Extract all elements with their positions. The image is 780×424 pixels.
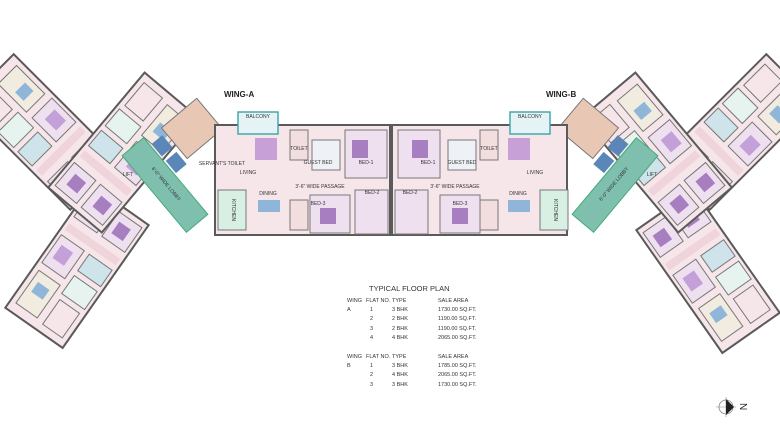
- header-type: TYPE: [392, 298, 407, 304]
- wing-b-lower-arm: [635, 188, 780, 354]
- table-title: TYPICAL FLOOR PLAN: [369, 284, 450, 293]
- room-guest-bed-a: GUEST BED: [304, 160, 333, 166]
- cell-type: 3 BHK: [392, 363, 408, 369]
- header-type: TYPE: [392, 354, 407, 360]
- cell-area: 1730.00 SQ.FT.: [438, 381, 477, 388]
- room-balcony-b: BALCONY: [518, 114, 543, 120]
- cell-flat: 2: [370, 372, 374, 379]
- cell-area: 1785.00 SQ.FT.: [438, 363, 477, 369]
- room-bed2-b: BED-2: [403, 190, 418, 196]
- wing-a-label: WING-A: [224, 90, 254, 99]
- cell-area: 2065.00 SQ.FT.: [438, 334, 477, 341]
- header-flat: FLAT NO.: [366, 354, 391, 360]
- cell-flat: 4: [370, 334, 374, 341]
- header-flat: FLAT NO.: [366, 298, 391, 304]
- room-balcony-a: BALCONY: [246, 114, 271, 120]
- cell-type: 2 BHK: [392, 316, 408, 323]
- passage-b: 3'-6" WIDE PASSAGE: [430, 184, 480, 190]
- cell-area: 1190.00 SQ.FT.: [438, 325, 477, 332]
- header-area: SALE AREA: [438, 354, 469, 360]
- toilet-a: TOILET: [290, 146, 307, 152]
- room-bed3-a: BED-3: [311, 201, 326, 207]
- cell-type: 2 BHK: [392, 325, 408, 332]
- toilet-b: TOILET: [480, 146, 497, 152]
- header-wing: WING: [347, 354, 362, 360]
- passage-a: 3'-6" WIDE PASSAGE: [295, 184, 345, 190]
- cell-type: 3 BHK: [392, 307, 408, 313]
- cell-flat: 1: [370, 307, 374, 313]
- room-living-a: LIVING: [240, 170, 257, 176]
- header-area: SALE AREA: [438, 298, 469, 304]
- compass-n-label: N: [737, 403, 748, 410]
- cell-area: 1190.00 SQ.FT.: [438, 316, 477, 323]
- cell-flat: 3: [370, 325, 374, 332]
- wing-a-center-flat: [214, 111, 391, 236]
- wing-b-lobby: [556, 97, 659, 234]
- room-bed1-a: BED-1: [359, 160, 374, 166]
- wing-b-label: WING-B: [546, 90, 576, 99]
- cell-type: 4 BHK: [392, 334, 408, 341]
- cell-type: 4 BHK: [392, 372, 408, 379]
- cell-flat: 3: [370, 381, 374, 388]
- room-bed2-a: BED-2: [365, 190, 380, 196]
- room-dining-a: DINING: [259, 191, 277, 197]
- lift-label-b: LIFT: [647, 172, 657, 178]
- cell-type: 3 BHK: [392, 381, 408, 388]
- room-guest-bed-b: GUEST BED: [448, 160, 477, 166]
- lift-label-a: LIFT: [123, 172, 133, 178]
- room-bed1-b: BED-1: [421, 160, 436, 166]
- room-dining-b: DINING: [509, 191, 527, 197]
- room-bed3-b: BED-3: [453, 201, 468, 207]
- cell-area: 2065.00 SQ.FT.: [438, 372, 477, 379]
- north-compass-icon: N: [716, 397, 748, 417]
- room-kitchen-b: KITCHEN: [552, 199, 558, 221]
- room-living-b: LIVING: [527, 170, 544, 176]
- cell-flat: 1: [370, 363, 374, 369]
- wing-b-center-flat: [391, 111, 569, 236]
- cell-wing: B: [347, 363, 351, 369]
- servant-toilet-a: SERVANT'S TOILET: [199, 161, 245, 167]
- wing-a-lobby: [121, 97, 224, 234]
- header-wing: WING: [347, 298, 362, 304]
- cell-flat: 2: [370, 316, 374, 323]
- room-kitchen-a: KITCHEN: [230, 199, 236, 221]
- cell-wing: A: [347, 307, 351, 313]
- cell-area: 1730.00 SQ.FT.: [438, 307, 477, 313]
